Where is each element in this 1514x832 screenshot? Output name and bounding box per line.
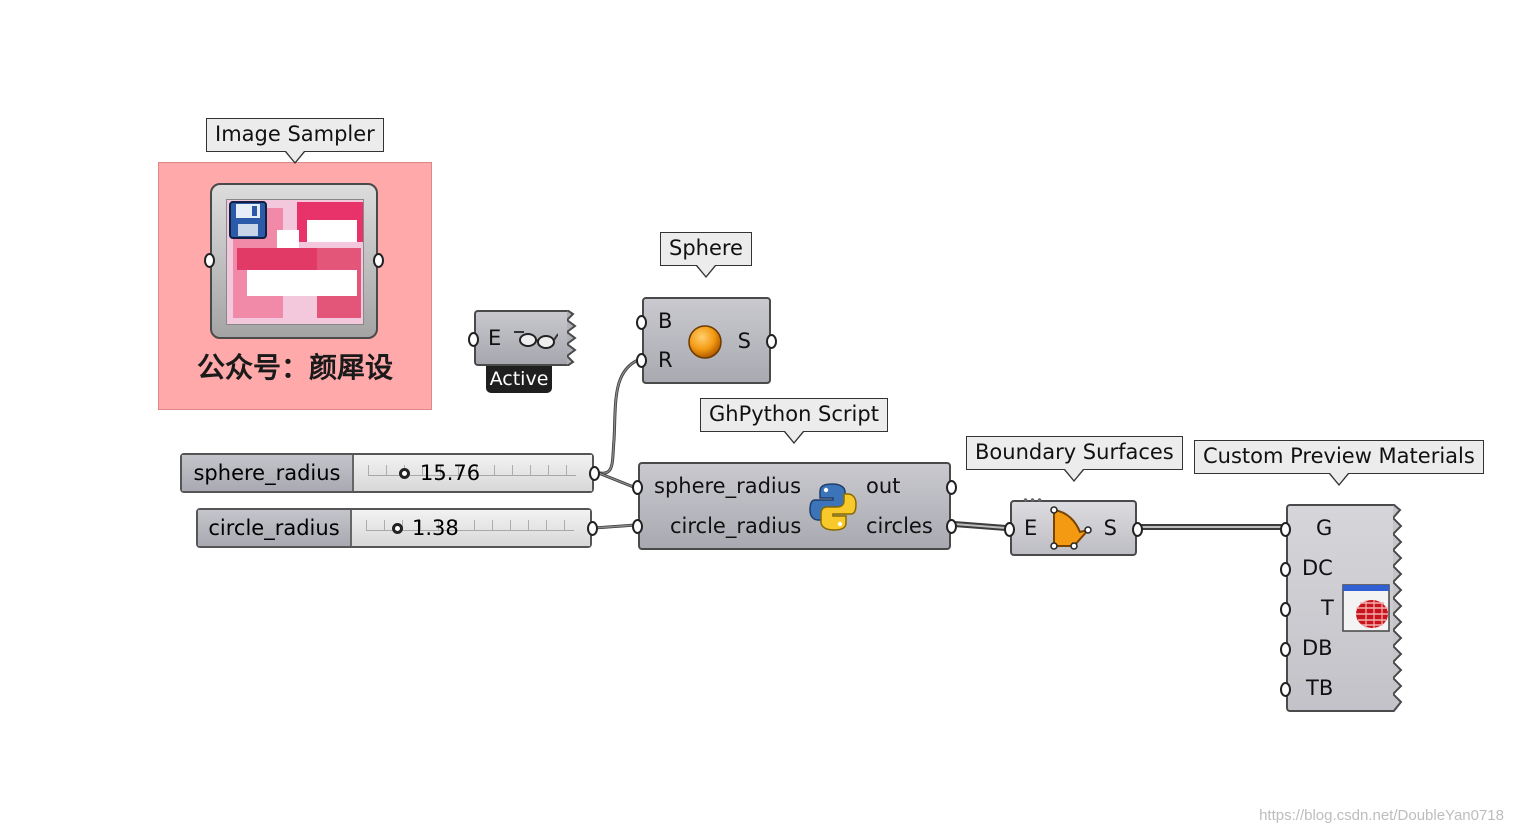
sphere-radius-slider-track[interactable]: 15.76 [354, 455, 592, 491]
python-output-port-2[interactable] [946, 519, 957, 534]
python-tooltip: GhPython Script [700, 398, 888, 444]
image-sampler-input-port[interactable] [204, 253, 215, 268]
sphere-component[interactable]: B R S [636, 297, 777, 384]
python-input-port-2[interactable] [632, 519, 643, 534]
data-dam-status-badge: Active [486, 366, 552, 393]
boundary-input-port[interactable] [1004, 522, 1015, 537]
preview-input-label-tb: TB [1306, 676, 1334, 700]
preview-input-port-db[interactable] [1280, 642, 1291, 657]
circle-radius-slider-value: 1.38 [412, 516, 459, 540]
python-tooltip-text: GhPython Script [709, 402, 879, 426]
image-sampler-component[interactable] [204, 183, 384, 339]
sphere-radius-slider-value: 15.76 [420, 461, 481, 485]
circle-radius-slider-output-port[interactable] [587, 521, 598, 536]
sphere-input-r-port[interactable] [636, 353, 647, 368]
wire-slider-to-sphere [595, 358, 639, 475]
data-dam-component[interactable]: E [468, 310, 577, 366]
sphere-icon [688, 325, 722, 359]
python-output-label-1: out [866, 474, 901, 498]
image-sampler-output-port[interactable] [373, 253, 384, 268]
sphere-input-b-port[interactable] [636, 315, 647, 330]
sphere-input-b-label: B [658, 309, 673, 333]
material-preview-icon [1342, 584, 1390, 632]
python-component[interactable]: sphere_radius circle_radius out circles [632, 462, 957, 550]
python-output-label-2: circles [866, 514, 933, 538]
sphere-radius-slider-output-port[interactable] [589, 466, 600, 481]
boundary-flag-dots [1022, 498, 1042, 502]
preview-input-port-g[interactable] [1280, 522, 1291, 537]
python-icon [809, 483, 857, 531]
python-output-port-1[interactable] [946, 480, 957, 495]
image-sampler-tooltip-text: Image Sampler [215, 122, 375, 146]
sphere-radius-slider-name: sphere_radius [182, 455, 354, 491]
data-dam-input-label: E [488, 326, 502, 350]
boundary-component[interactable]: E S [1004, 498, 1143, 556]
circle-radius-slider[interactable]: circle_radius 1.38 [196, 508, 598, 548]
boundary-input-label: E [1024, 516, 1038, 540]
preview-input-port-dc[interactable] [1280, 562, 1291, 577]
sphere-input-r-label: R [658, 348, 673, 372]
python-input-port-1[interactable] [632, 480, 643, 495]
sphere-radius-slider-knob[interactable] [399, 468, 410, 479]
sphere-tooltip: Sphere [660, 232, 752, 278]
preview-zigzag-edge [1393, 504, 1403, 712]
boundary-tooltip: Boundary Surfaces [966, 436, 1183, 482]
sphere-tooltip-text: Sphere [669, 236, 743, 260]
image-sampler-caption: 公众号：颜犀设 [196, 351, 393, 384]
preview-component[interactable]: G DC T DB TB [1280, 504, 1403, 712]
circle-radius-slider-name: circle_radius [198, 510, 352, 546]
watermark: https://blog.csdn.net/DoubleYan0718 [1259, 807, 1504, 824]
boundary-output-port[interactable] [1132, 522, 1143, 537]
preview-input-label-db: DB [1302, 636, 1333, 660]
preview-tooltip: Custom Preview Materials [1194, 440, 1484, 486]
boundary-output-label: S [1103, 516, 1117, 540]
floppy-disk-icon [229, 201, 267, 239]
boundary-surface-icon [1050, 506, 1092, 550]
data-dam-zigzag-edge [567, 310, 577, 366]
preview-input-port-tb[interactable] [1280, 682, 1291, 697]
sphere-radius-slider[interactable]: sphere_radius 15.76 [180, 453, 600, 493]
preview-input-port-t[interactable] [1280, 602, 1291, 617]
sphere-output-s-port[interactable] [766, 334, 777, 349]
boundary-tooltip-text: Boundary Surfaces [975, 440, 1174, 464]
circle-radius-slider-knob[interactable] [392, 523, 403, 534]
preview-tooltip-text: Custom Preview Materials [1203, 444, 1475, 468]
image-sampler-tooltip: Image Sampler [206, 118, 384, 164]
circle-radius-slider-track[interactable]: 1.38 [352, 510, 590, 546]
sampled-image-preview [226, 199, 364, 325]
glasses-icon [514, 331, 558, 349]
python-input-label-2: circle_radius [670, 514, 802, 538]
python-input-label-1: sphere_radius [654, 474, 802, 498]
preview-input-label-g: G [1316, 516, 1333, 540]
sphere-output-s-label: S [737, 329, 751, 353]
preview-input-label-t: T [1321, 596, 1334, 620]
data-dam-input-port[interactable] [468, 332, 479, 347]
preview-input-label-dc: DC [1302, 556, 1333, 580]
